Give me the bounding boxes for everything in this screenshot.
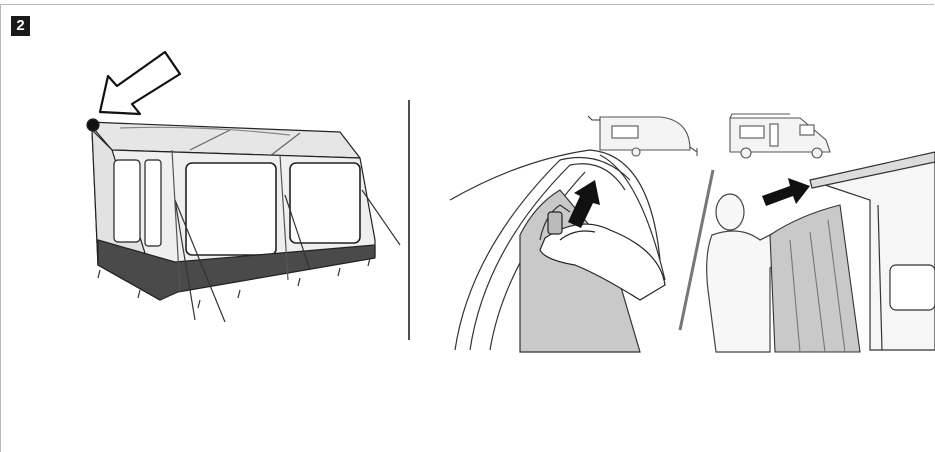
awning-tent-icon — [87, 119, 400, 322]
arrow-pointer-icon — [100, 52, 180, 114]
caravan-icon — [588, 116, 697, 156]
awning-fabric — [770, 205, 860, 352]
motorhome-icon — [730, 114, 830, 158]
up-arrow-icon — [568, 180, 600, 228]
right-arrow-icon — [762, 178, 810, 206]
